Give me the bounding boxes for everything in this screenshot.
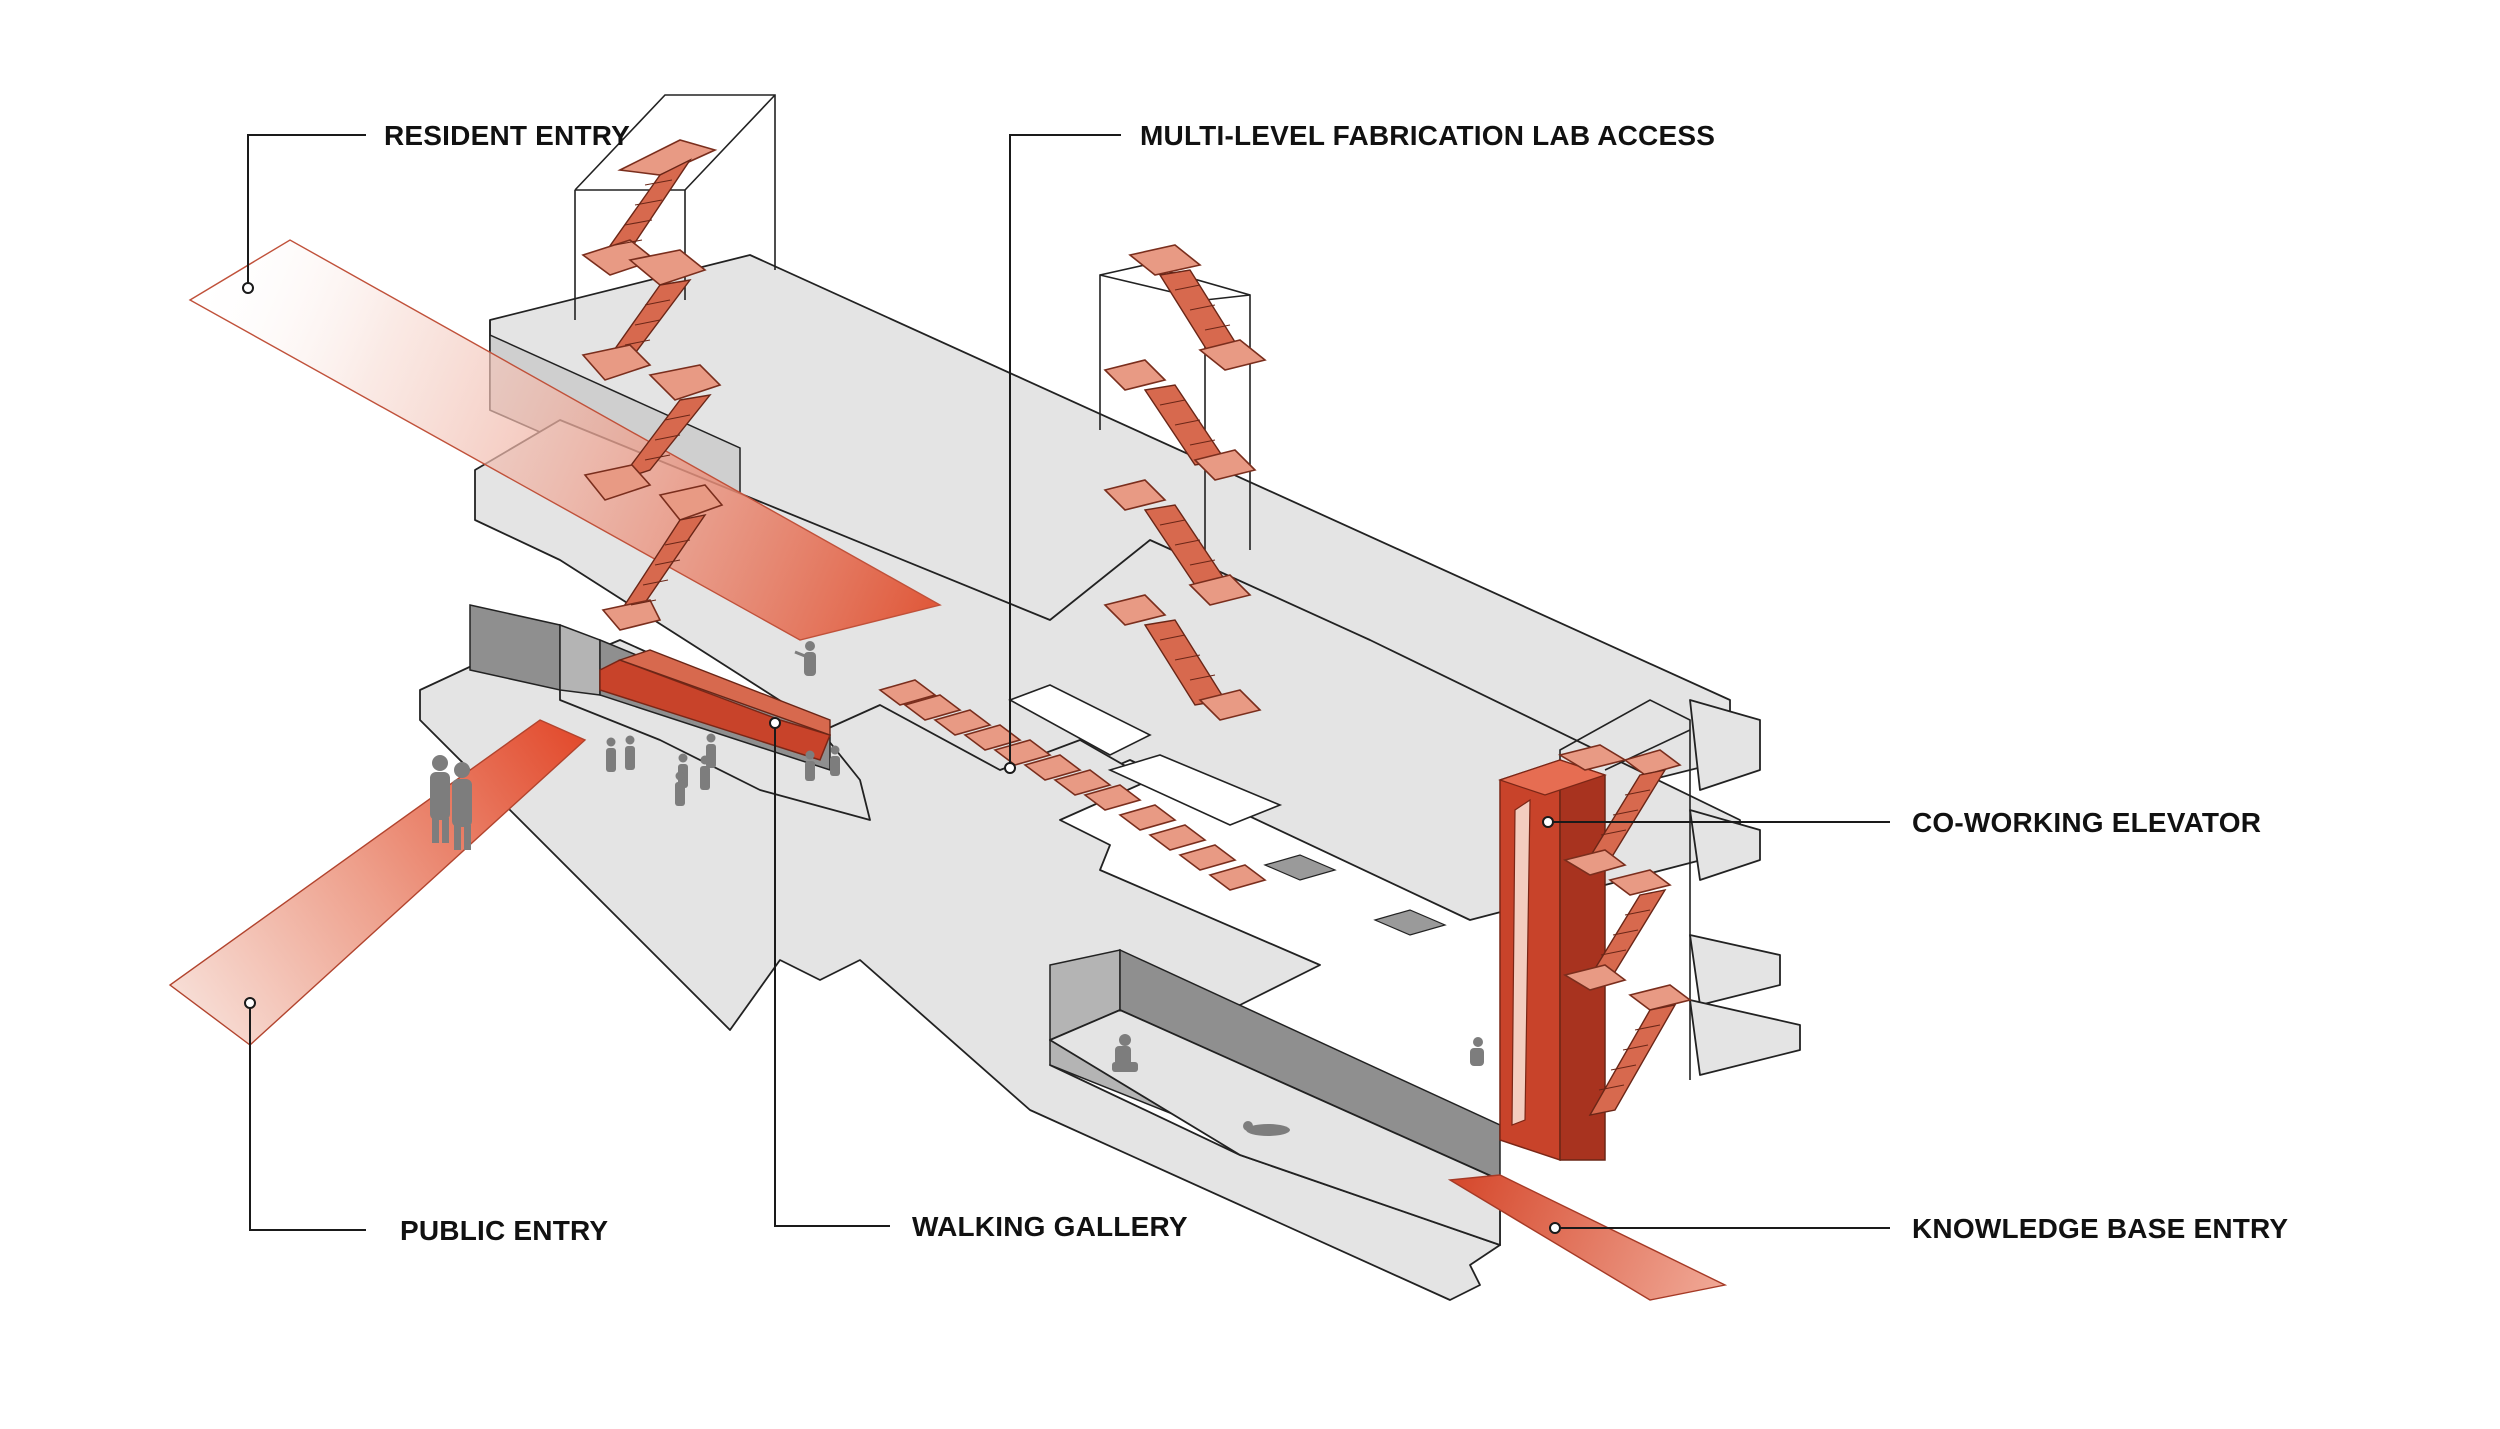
floor-void	[1263, 854, 1337, 881]
person-figure	[452, 762, 472, 850]
walking-gallery-dot	[769, 717, 781, 729]
callout-labels: RESIDENT ENTRY MULTI-LEVEL FABRICATION L…	[384, 120, 2288, 1246]
person-figure	[794, 641, 816, 676]
walking-gallery-leader	[774, 723, 890, 1227]
right-slab-ground	[1689, 999, 1801, 1076]
walking-gallery-steps	[599, 649, 1267, 891]
knowledge-base-entry-label: KNOWLEDGE BASE ENTRY	[1912, 1213, 2288, 1244]
person-figure	[675, 771, 685, 806]
person-figure	[1470, 1037, 1484, 1066]
person-figure	[830, 745, 840, 776]
fabrication-lab-access-label: MULTI-LEVEL FABRICATION LAB ACCESS	[1140, 120, 1715, 151]
people-silhouettes	[430, 641, 1484, 1136]
fabrication-lab-leader	[1009, 134, 1121, 768]
resident-stair	[581, 139, 724, 631]
resident-entry-leader	[247, 134, 366, 288]
resident-entry-dot	[242, 282, 254, 294]
resident-entry-path	[188, 239, 942, 641]
person-figure	[430, 755, 450, 843]
public-entry-path	[168, 719, 587, 1046]
right-slab-mid	[1689, 809, 1761, 881]
gallery-wall-inner	[559, 623, 601, 696]
knowledge-base-entry-path	[1447, 1174, 1728, 1301]
knowledge-base-dot	[1549, 1222, 1561, 1234]
walking-gallery-label: WALKING GALLERY	[912, 1211, 1188, 1242]
person-figure	[606, 737, 616, 772]
person-figure	[1112, 1034, 1138, 1072]
coworking-stair	[1557, 744, 1692, 1116]
fabrication-stair	[1103, 244, 1267, 721]
coworking-elevator-label: CO-WORKING ELEVATOR	[1912, 807, 2261, 838]
slab-opening	[1107, 754, 1283, 826]
slab-opening	[1008, 684, 1152, 756]
floor-void	[1373, 909, 1447, 936]
person-figure	[1243, 1121, 1290, 1136]
public-entry-label: PUBLIC ENTRY	[400, 1215, 608, 1246]
right-slab-lower	[1689, 934, 1781, 1006]
fabrication-lab-dot	[1004, 762, 1016, 774]
public-entry-leader	[249, 1003, 366, 1231]
public-entry-dot	[244, 997, 256, 1009]
person-figure	[805, 750, 815, 781]
person-figure	[700, 755, 710, 790]
coworking-elevator-dot	[1542, 816, 1554, 828]
callout-leaders	[242, 134, 1890, 1234]
resident-entry-label: RESIDENT ENTRY	[384, 120, 630, 151]
person-figure	[625, 735, 635, 770]
right-slab-upper	[1689, 699, 1761, 791]
